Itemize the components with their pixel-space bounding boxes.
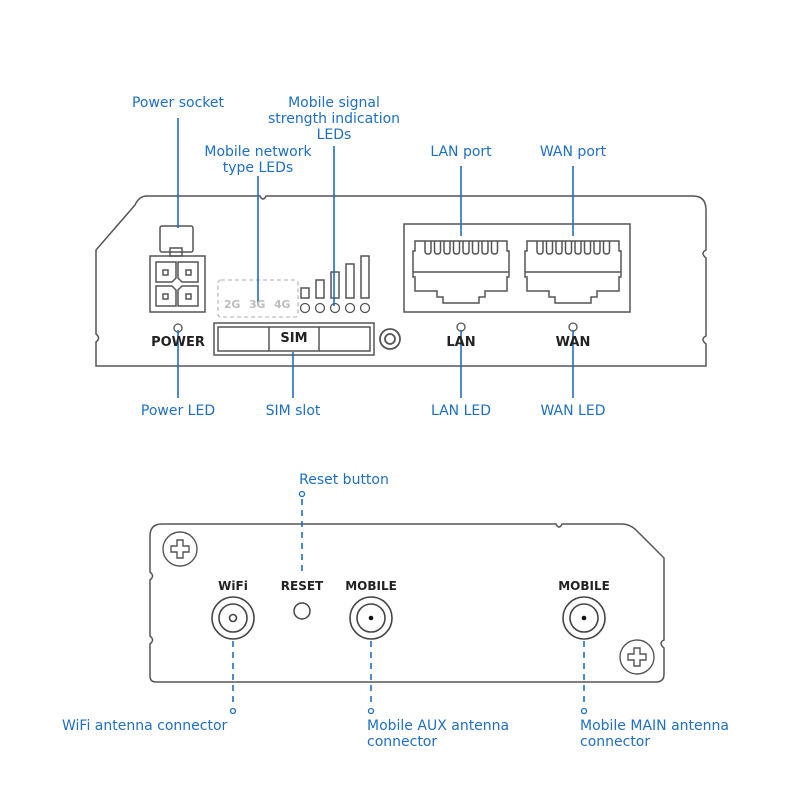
port-pin xyxy=(443,241,451,255)
callout-sim-slot: SIM slot xyxy=(265,403,321,419)
mobile-aux-connector-icon xyxy=(349,596,393,640)
callout-line: Mobile signal xyxy=(288,95,380,111)
port-pin xyxy=(555,241,563,255)
port-pin xyxy=(481,241,489,255)
port-pin xyxy=(490,241,499,255)
port-pin xyxy=(545,241,554,255)
callout-line: strength indication xyxy=(267,111,401,127)
sim-slot-icon xyxy=(213,322,375,356)
port-pin xyxy=(433,241,442,255)
port-pin xyxy=(536,241,544,255)
connector-pin xyxy=(581,615,587,621)
callout-line: connector xyxy=(367,734,438,750)
port-pin xyxy=(462,241,470,255)
back-panel-outline xyxy=(149,523,665,683)
screw-icon xyxy=(162,531,198,567)
wifi-label: WiFi xyxy=(218,579,248,593)
callout-wifi-connector: WiFi antenna connector xyxy=(62,718,228,734)
signal-led xyxy=(314,302,326,314)
signal-bar xyxy=(330,271,340,299)
signal-leds xyxy=(299,302,371,314)
mobile-main-connector-icon xyxy=(562,596,606,640)
wan-led-icon xyxy=(568,322,578,332)
callout-lan-led: LAN LED xyxy=(430,403,492,419)
front-callout-lines xyxy=(177,118,574,398)
signal-bar xyxy=(360,255,370,299)
callout-line: type LEDs xyxy=(222,160,294,176)
signal-led xyxy=(359,302,371,314)
led-4g: 4G xyxy=(274,298,291,311)
port-pin xyxy=(564,241,573,255)
power-socket-icon xyxy=(149,225,206,313)
port-pin xyxy=(471,241,480,255)
callout-line: Mobile network xyxy=(204,144,312,160)
mobile-main-label: MOBILE xyxy=(558,579,610,593)
front-panel-outline xyxy=(95,195,707,367)
callout-reset-button: Reset button xyxy=(299,472,389,488)
signal-bars xyxy=(300,255,370,299)
lan-label: LAN xyxy=(446,335,476,350)
callout-mobile-aux-connector: Mobile AUX antenna connector xyxy=(367,718,509,750)
callout-power-socket: Power socket xyxy=(131,95,225,111)
callout-line: Mobile MAIN antenna xyxy=(580,718,729,734)
sim-label: SIM xyxy=(280,331,308,346)
callout-mobile-main-connector: Mobile MAIN antenna connector xyxy=(580,718,729,750)
callout-network-type-leds: Mobile network type LEDs xyxy=(188,144,328,176)
port-pin xyxy=(574,241,582,255)
port-pin xyxy=(452,241,461,255)
callout-lan-port: LAN port xyxy=(430,144,492,160)
signal-bar xyxy=(345,263,355,299)
screw-icon xyxy=(619,639,655,675)
callout-wan-led: WAN LED xyxy=(540,403,606,419)
ethernet-port-frame xyxy=(403,223,631,313)
callout-signal-strength-leds: Mobile signal strength indication LEDs xyxy=(254,95,414,143)
signal-led xyxy=(329,302,341,314)
wan-port-icon xyxy=(524,240,622,304)
signal-led xyxy=(299,302,311,314)
wifi-antenna-connector-icon xyxy=(211,596,255,640)
connector-pin xyxy=(368,615,374,621)
callout-line: LEDs xyxy=(316,127,352,143)
reset-button-icon[interactable] xyxy=(293,602,311,620)
led-3g: 3G xyxy=(249,298,266,311)
callout-power-led: Power LED xyxy=(140,403,216,419)
mobile-aux-label: MOBILE xyxy=(345,579,397,593)
lan-led-icon xyxy=(456,322,466,332)
callout-wan-port: WAN port xyxy=(539,144,607,160)
power-label: POWER xyxy=(151,335,205,350)
lan-port-icon xyxy=(412,240,510,304)
callout-line: Mobile AUX antenna xyxy=(367,718,510,734)
signal-bar xyxy=(300,287,310,299)
callout-line: connector xyxy=(580,734,651,750)
reset-label: RESET xyxy=(280,579,324,593)
back-callout-lines xyxy=(232,499,585,706)
port-pin xyxy=(424,241,432,255)
port-pin xyxy=(583,241,592,255)
port-pin xyxy=(602,241,611,255)
signal-bar xyxy=(315,279,325,299)
wan-label: WAN xyxy=(555,335,591,350)
screw-icon xyxy=(379,328,401,350)
port-pin xyxy=(593,241,601,255)
callout-end-markers xyxy=(229,490,588,715)
signal-led xyxy=(344,302,356,314)
led-2g: 2G xyxy=(224,298,241,311)
